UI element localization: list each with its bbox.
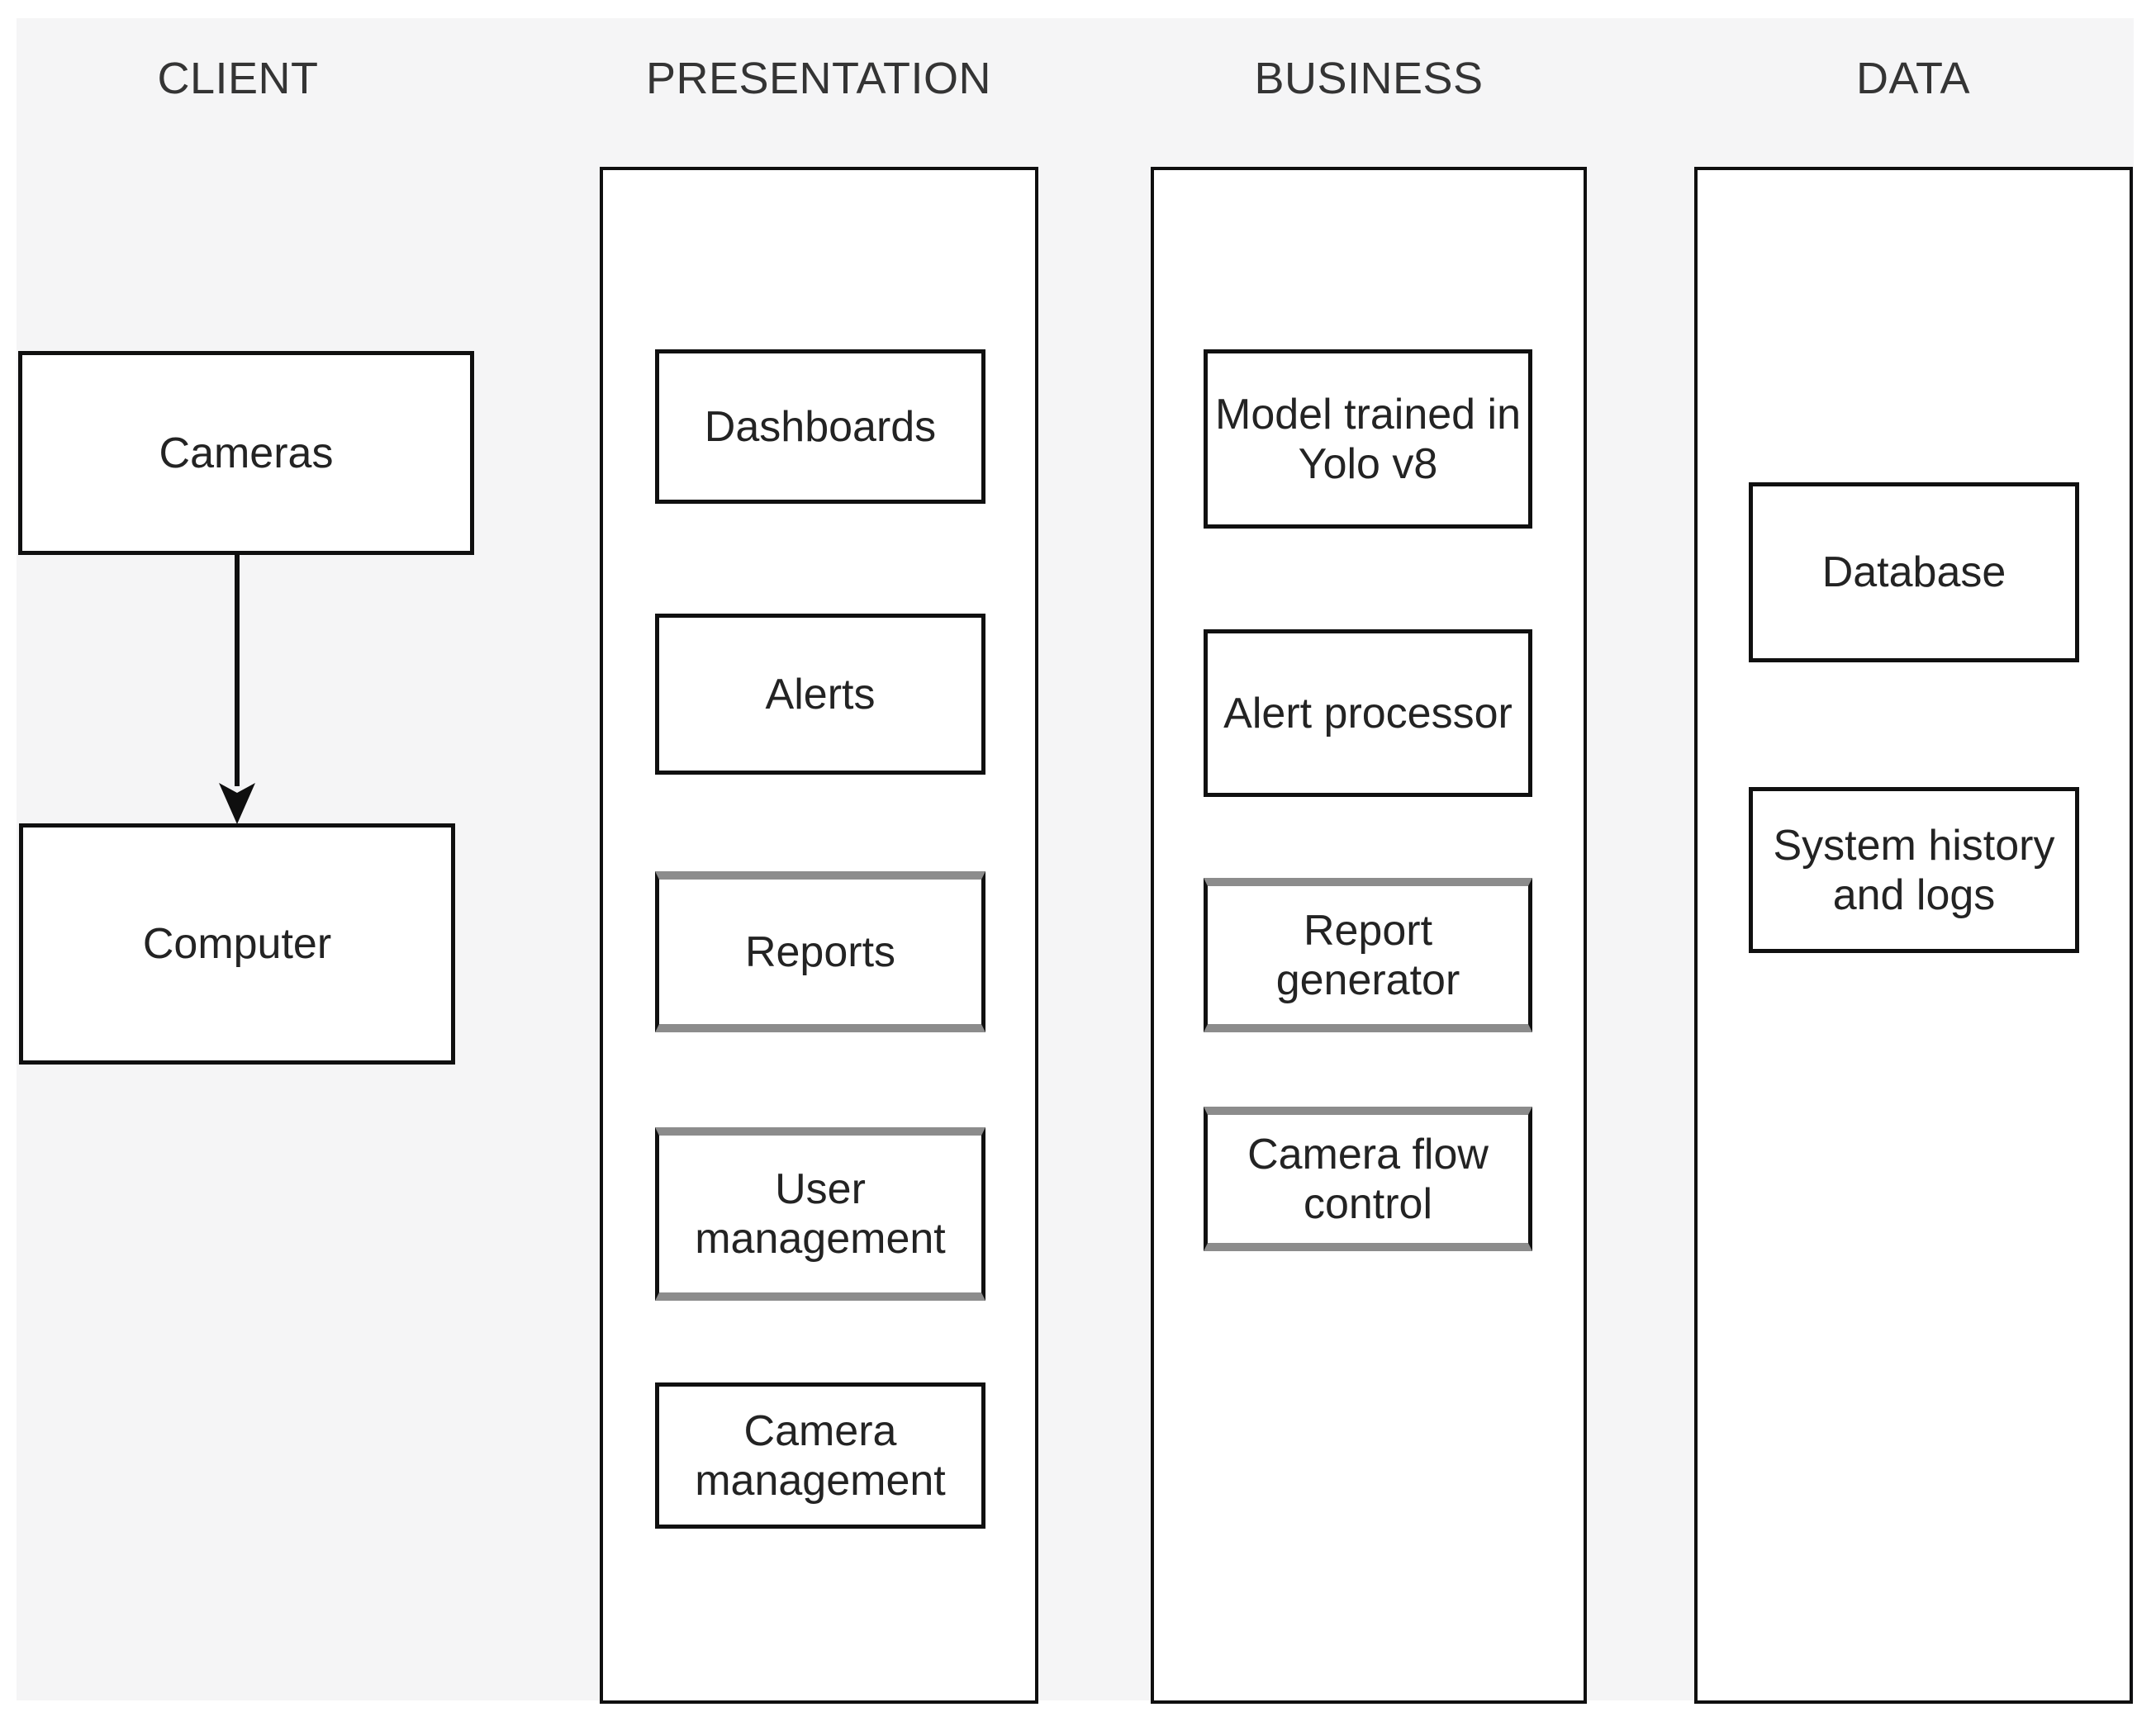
data-lane: Database System history and logs [1694,167,2133,1704]
node-system-history: System history and logs [1749,787,2079,953]
node-database: Database [1749,482,2079,662]
business-lane: Model trained in Yolo v8 Alert processor… [1151,167,1587,1704]
layer-header-business: BUSINESS [1254,54,1484,103]
node-camera-management: Camera management [655,1382,985,1529]
layer-header-data: DATA [1855,54,1971,103]
node-model-yolo: Model trained in Yolo v8 [1204,349,1532,529]
node-camera-flow-control: Camera flow control [1204,1107,1532,1251]
layer-header-presentation: PRESENTATION [645,54,992,103]
node-alert-processor: Alert processor [1204,629,1532,797]
node-user-management: User management [655,1127,985,1301]
layer-header-client: CLIENT [157,54,319,103]
node-report-generator: Report generator [1204,878,1532,1032]
node-computer: Computer [19,823,455,1065]
node-alerts: Alerts [655,614,985,775]
presentation-lane: Dashboards Alerts Reports User managemen… [600,167,1038,1704]
node-dashboards: Dashboards [655,349,985,504]
node-cameras: Cameras [18,351,474,555]
node-reports: Reports [655,871,985,1032]
